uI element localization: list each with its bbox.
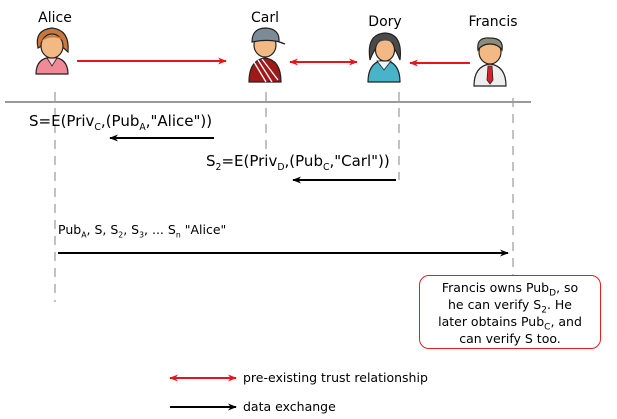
message-chain: PubA, S, S2, S3, ... Sn "Alice": [58, 222, 227, 240]
legend-data-label: data exchange: [243, 399, 336, 414]
actor-label-francis: Francis: [468, 14, 517, 30]
legend-trust-label: pre-existing trust relationship: [243, 370, 428, 385]
note-line-2: he can verify S2. He: [448, 297, 572, 316]
message-signature-dory: S2=E(PrivD,(PubC,"Carl")): [206, 152, 390, 173]
message-signature-carl: S=E(PrivC,(PubA,"Alice")): [29, 112, 213, 133]
note-line-4: can verify S too.: [459, 331, 561, 346]
carl-avatar-icon: [248, 27, 286, 83]
note-line-1: Francis owns PubD, so: [441, 280, 579, 299]
actor-label-dory: Dory: [368, 14, 401, 30]
actor-label-carl: Carl: [251, 10, 279, 26]
alice-avatar-icon: [35, 27, 69, 75]
francis-note: Francis owns PubD, so he can verify S2. …: [419, 275, 601, 349]
dory-avatar-icon: [367, 32, 402, 83]
actor-label-alice: Alice: [38, 10, 72, 26]
francis-avatar-icon: [473, 37, 507, 87]
note-line-3: later obtains PubC, and: [438, 314, 582, 333]
